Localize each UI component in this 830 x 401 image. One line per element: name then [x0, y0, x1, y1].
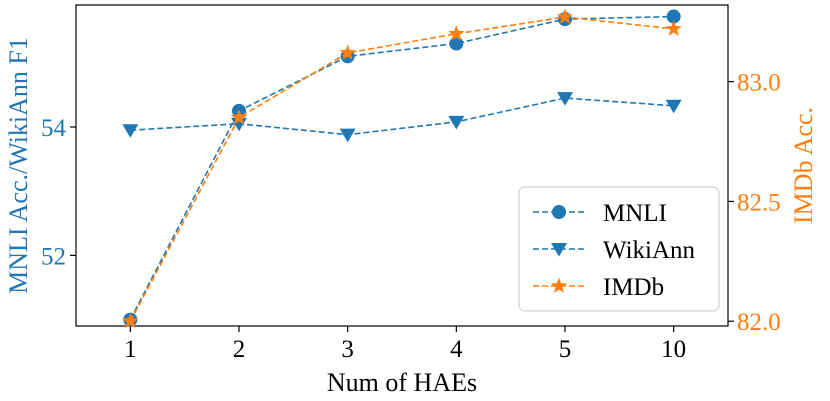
x-tick-label: 10 — [661, 336, 686, 363]
y-left-tick-label: 52 — [41, 243, 66, 270]
x-tick-label: 5 — [559, 336, 572, 363]
data-point-imdb — [665, 20, 682, 36]
legend-marker-mnli — [552, 205, 566, 219]
x-tick-label: 4 — [450, 336, 463, 363]
data-point-wikiann — [448, 115, 465, 130]
y-left-tick-label: 54 — [41, 115, 67, 142]
plot-frame — [75, 4, 729, 327]
legend-label-mnli: MNLI — [603, 200, 667, 227]
series-line-wikiann — [130, 97, 674, 136]
legend-marker-imdb — [550, 277, 568, 293]
legend-marker-wikiann — [551, 243, 567, 257]
data-point-imdb — [448, 25, 465, 41]
data-point-mnli — [666, 9, 681, 24]
y-right-tick-label: 83.0 — [737, 70, 781, 97]
data-point-wikiann — [665, 99, 682, 114]
x-tick-label: 2 — [233, 336, 246, 363]
y-right-axis-label: IMDb Acc. — [789, 107, 818, 224]
data-point-mnli — [449, 36, 464, 51]
data-point-imdb — [230, 109, 248, 125]
y-right-tick-label: 82.0 — [737, 309, 781, 336]
data-point-wikiann — [122, 124, 139, 138]
data-point-imdb — [556, 8, 574, 24]
data-point-imdb — [339, 44, 356, 60]
y-left-axis-label: MNLI Acc./WikiAnn F1 — [4, 37, 33, 294]
series-line-imdb — [129, 16, 674, 322]
x-tick-label: 1 — [124, 336, 137, 363]
x-axis-label: Num of HAEs — [327, 368, 477, 397]
data-point-wikiann — [557, 92, 573, 106]
legend-label-imdb: IMDb — [603, 274, 664, 301]
y-right-tick-label: 82.5 — [737, 189, 781, 216]
series-layer — [122, 8, 682, 329]
legend-box — [518, 186, 720, 312]
data-point-imdb — [122, 312, 139, 329]
x-tick-label: 3 — [341, 336, 354, 363]
data-point-wikiann — [339, 128, 356, 143]
legend-label-wikiann: WikiAnn — [603, 237, 696, 264]
